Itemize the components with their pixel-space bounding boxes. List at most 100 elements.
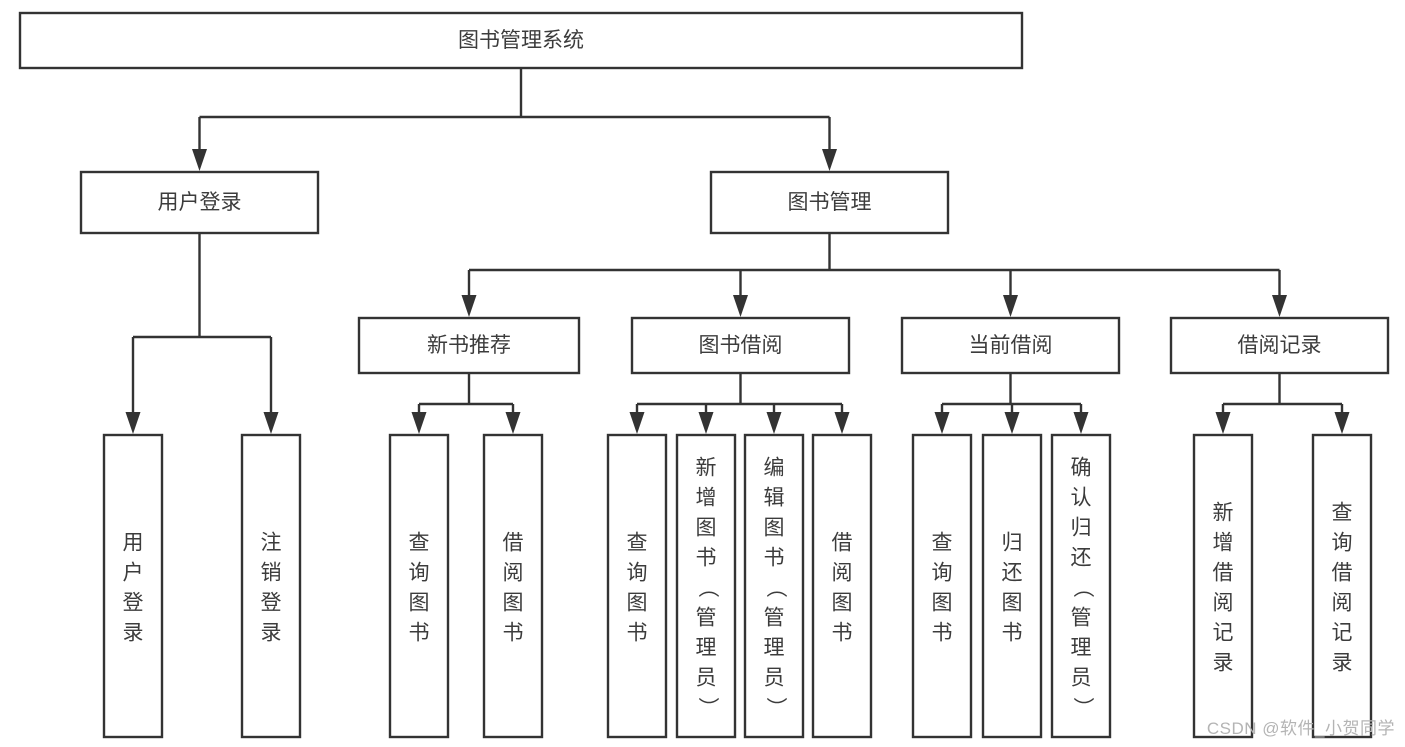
node-label-char: 图 — [503, 591, 524, 614]
arrow-head-icon — [1334, 412, 1350, 434]
arrow-head-icon — [1004, 412, 1020, 434]
node-label-char: 录 — [261, 621, 282, 644]
node-box — [1311, 433, 1373, 739]
diagram-node-leaf-user-login[interactable]: 用户登录 — [102, 433, 164, 739]
node-label-char: 录 — [1332, 651, 1353, 674]
nodes-layer: 图书管理系统用户登录图书管理新书推荐图书借阅当前借阅借阅记录用户登录注销登录查询… — [18, 11, 1390, 739]
arrow-head-icon — [733, 295, 748, 317]
arrow-head-icon — [505, 412, 521, 434]
connectors-layer — [125, 68, 1350, 434]
arrow-head-icon — [263, 412, 279, 434]
node-label-char: 辑 — [764, 486, 785, 509]
node-label-char: 书 — [932, 621, 953, 644]
node-label: 当前借阅 — [969, 334, 1053, 357]
node-label-char: 用 — [123, 531, 144, 554]
node-label-char: 阅 — [503, 561, 524, 584]
node-box — [1050, 433, 1112, 739]
diagram-node-newbook[interactable]: 新书推荐 — [357, 316, 581, 375]
node-label: 用户登录 — [158, 191, 242, 214]
node-label-char: 归 — [1071, 516, 1092, 539]
node-label-char: 询 — [409, 561, 430, 584]
node-label: 图书管理 — [788, 191, 872, 214]
node-label-char: 书 — [764, 546, 785, 569]
node-label-char: 记 — [1332, 621, 1353, 644]
node-label-char: 归 — [1002, 531, 1023, 554]
node-label-char: 新 — [1213, 501, 1234, 524]
node-label-char: 录 — [1213, 651, 1234, 674]
node-label-char: 登 — [261, 591, 282, 614]
node-label-char: 管 — [696, 606, 717, 629]
arrow-head-icon — [1073, 412, 1089, 434]
diagram-node-record[interactable]: 借阅记录 — [1169, 316, 1390, 375]
arrow-head-icon — [1215, 412, 1231, 434]
node-box — [482, 433, 544, 739]
node-label-char: 编 — [764, 456, 785, 479]
node-label-char: 书 — [627, 621, 648, 644]
node-label-char: 借 — [1332, 561, 1353, 584]
arrow-head-icon — [461, 295, 477, 317]
node-label-char: 员 — [764, 666, 785, 689]
node-label-char: 询 — [1332, 531, 1353, 554]
diagram-node-login[interactable]: 用户登录 — [79, 170, 320, 235]
node-box — [630, 316, 851, 375]
node-box — [811, 433, 873, 739]
node-label-char: ） — [1071, 697, 1094, 718]
node-label-char: 查 — [409, 531, 430, 554]
node-label-char: 登 — [123, 591, 144, 614]
node-box — [675, 433, 737, 739]
node-label-char: 查 — [1332, 501, 1353, 524]
node-label-char: 查 — [932, 531, 953, 554]
arrow-head-icon — [1272, 295, 1287, 317]
node-label-char: 理 — [1071, 636, 1092, 659]
arrow-head-icon — [629, 412, 645, 434]
node-label-char: 书 — [1002, 621, 1023, 644]
node-box — [981, 433, 1043, 739]
node-label-char: 理 — [764, 636, 785, 659]
node-label-char: （ — [1071, 577, 1094, 598]
node-box — [102, 433, 164, 739]
diagram-node-borrow[interactable]: 图书借阅 — [630, 316, 851, 375]
node-box — [79, 170, 320, 235]
node-label-char: 销 — [261, 561, 282, 584]
arrow-head-icon — [411, 412, 427, 434]
node-label-char: 图 — [627, 591, 648, 614]
node-label-char: （ — [764, 577, 787, 598]
diagram-node-root[interactable]: 图书管理系统 — [18, 11, 1024, 70]
diagram-node-bookmgmt[interactable]: 图书管理 — [709, 170, 950, 235]
node-label-char: 还 — [1002, 561, 1023, 584]
diagram-node-current[interactable]: 当前借阅 — [900, 316, 1121, 375]
node-label-char: 询 — [627, 561, 648, 584]
node-box — [18, 11, 1024, 70]
arrow-head-icon — [934, 412, 950, 434]
node-box — [743, 433, 805, 739]
node-box — [357, 316, 581, 375]
node-label-char: 借 — [1213, 561, 1234, 584]
node-label-char: 书 — [409, 621, 430, 644]
node-label-char: 阅 — [1332, 591, 1353, 614]
node-label: 借阅记录 — [1238, 334, 1322, 357]
node-label-char: 图 — [696, 516, 717, 539]
arrow-head-icon — [192, 149, 207, 171]
node-box — [911, 433, 973, 739]
node-label-char: 借 — [832, 531, 853, 554]
node-box — [606, 433, 668, 739]
node-label-char: 借 — [503, 531, 524, 554]
node-label-char: 增 — [1213, 531, 1234, 554]
node-label-char: 员 — [1071, 666, 1092, 689]
node-label-char: 注 — [261, 531, 282, 554]
arrow-head-icon — [698, 412, 714, 434]
node-label-char: 阅 — [832, 561, 853, 584]
node-label-char: 新 — [696, 456, 717, 479]
